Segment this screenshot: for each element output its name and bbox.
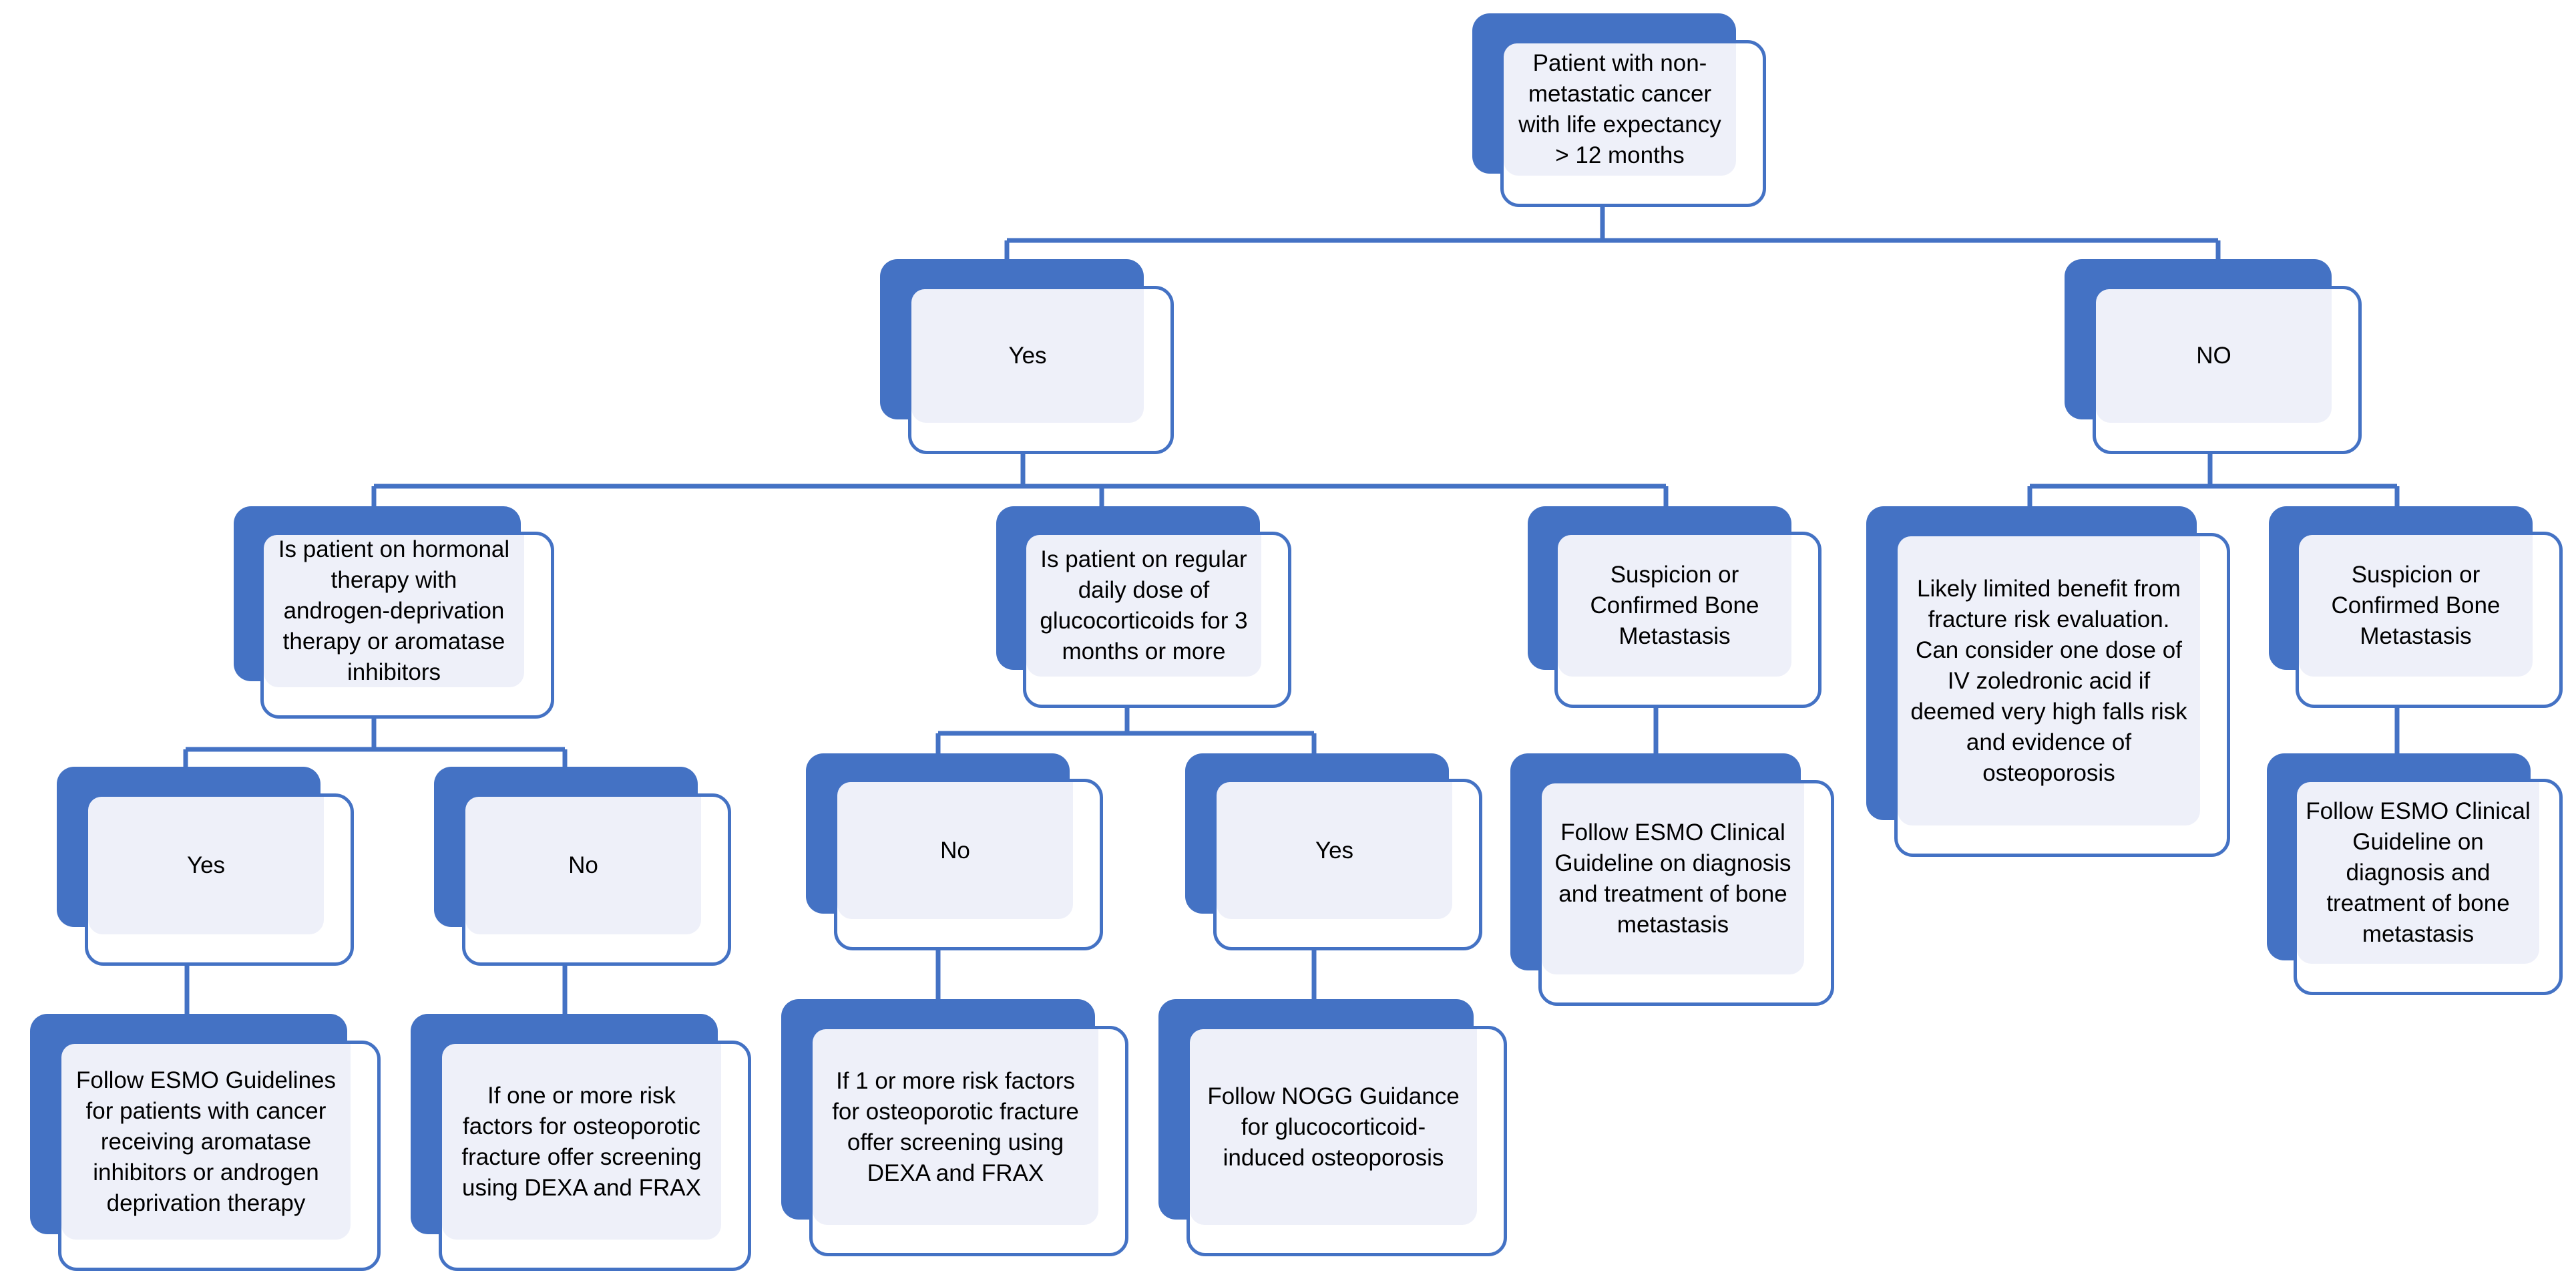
- node-nogg-guidance: Follow NOGG Guidance for glucocorticoid-…: [1158, 999, 1507, 1256]
- node-glucocorticoids-question-label: Is patient on regular daily dose of gluc…: [1040, 546, 1248, 665]
- node-gluco-no: No: [806, 753, 1103, 950]
- node-card: No: [462, 793, 731, 966]
- node-card: Yes: [1213, 779, 1482, 950]
- node-yes: Yes: [880, 259, 1174, 454]
- node-card: Follow ESMO Guidelines for patients with…: [58, 1041, 381, 1271]
- node-fill: Follow ESMO Clinical Guideline on diagno…: [2297, 782, 2539, 964]
- node-limited-benefit-label: Likely limited benefit from fracture ris…: [1910, 575, 2187, 786]
- node-hormonal-no: No: [434, 767, 731, 966]
- node-fill: Follow ESMO Guidelines for patients with…: [61, 1044, 351, 1240]
- node-hormonal-question-label: Is patient on hormonal therapy with andr…: [278, 536, 510, 685]
- connector-hormonal-to-answers: [183, 716, 568, 769]
- connector-gluco-to-answers: [935, 705, 1317, 755]
- node-card: If one or more risk factors for osteopor…: [439, 1041, 751, 1271]
- node-nogg-guidance-label: Follow NOGG Guidance for glucocorticoid-…: [1207, 1083, 1460, 1171]
- node-fill: Likely limited benefit from fracture ris…: [1898, 536, 2200, 825]
- node-fill: No: [465, 797, 701, 934]
- node-yes-label: Yes: [1008, 343, 1047, 369]
- node-fill: If 1 or more risk factors for osteoporot…: [813, 1029, 1098, 1225]
- node-card: NO: [2093, 286, 2362, 454]
- node-card: Follow ESMO Clinical Guideline on diagno…: [2294, 779, 2563, 995]
- node-card: Patient with non- metastatic cancer with…: [1500, 40, 1766, 207]
- node-esmo-aromatase-label: Follow ESMO Guidelines for patients with…: [75, 1067, 337, 1216]
- node-fill: Is patient on hormonal therapy with andr…: [264, 535, 524, 687]
- node-fill: Follow ESMO Clinical Guideline on diagno…: [1542, 783, 1804, 974]
- node-dexa-frax-hormonal-label: If one or more risk factors for osteopor…: [461, 1082, 702, 1201]
- connector-yes-to-children: [371, 451, 1669, 508]
- node-hormonal-yes-label: Yes: [186, 852, 226, 878]
- node-esmo-bone-yes: Follow ESMO Clinical Guideline on diagno…: [1510, 753, 1834, 1006]
- node-limited-benefit: Likely limited benefit from fracture ris…: [1866, 506, 2230, 857]
- node-fill: Yes: [911, 289, 1144, 423]
- node-esmo-bone-no: Follow ESMO Clinical Guideline on diagno…: [2267, 753, 2563, 995]
- node-dexa-frax-hormonal: If one or more risk factors for osteopor…: [411, 1014, 751, 1271]
- node-esmo-bone-yes-label: Follow ESMO Clinical Guideline on diagno…: [1554, 819, 1791, 938]
- node-root: Patient with non- metastatic cancer with…: [1472, 13, 1766, 207]
- node-no: NO: [2065, 259, 2362, 454]
- node-glucocorticoids-question: Is patient on regular daily dose of gluc…: [996, 506, 1291, 708]
- node-card: Suspicion or Confirmed Bone Metastasis: [1554, 532, 1821, 708]
- node-card: Suspicion or Confirmed Bone Metastasis: [2296, 532, 2563, 708]
- node-gluco-no-label: No: [940, 837, 970, 864]
- node-bone-metastasis-no-label: Suspicion or Confirmed Bone Metastasis: [2331, 562, 2501, 649]
- connector-no-to-children: [2027, 451, 2400, 508]
- node-gluco-yes: Yes: [1185, 753, 1482, 950]
- node-card: Likely limited benefit from fracture ris…: [1894, 533, 2230, 857]
- node-fill: Is patient on regular daily dose of gluc…: [1026, 535, 1261, 677]
- node-card: Yes: [908, 286, 1174, 454]
- node-fill: Patient with non- metastatic cancer with…: [1504, 43, 1736, 176]
- node-fill: Suspicion or Confirmed Bone Metastasis: [1558, 535, 1791, 677]
- node-no-label: NO: [2196, 343, 2231, 369]
- node-root-label: Patient with non- metastatic cancer with…: [1518, 50, 1721, 168]
- node-esmo-aromatase: Follow ESMO Guidelines for patients with…: [30, 1014, 381, 1271]
- node-fill: No: [837, 782, 1073, 919]
- node-card: Yes: [85, 793, 354, 966]
- node-fill: If one or more risk factors for osteopor…: [442, 1044, 721, 1240]
- connector-root-to-answers: [1004, 207, 2221, 262]
- node-bone-metastasis-no: Suspicion or Confirmed Bone Metastasis: [2269, 506, 2563, 708]
- node-fill: NO: [2096, 289, 2332, 423]
- node-card: If 1 or more risk factors for osteoporot…: [809, 1026, 1128, 1256]
- node-esmo-bone-no-label: Follow ESMO Clinical Guideline on diagno…: [2306, 798, 2531, 947]
- node-card: Follow ESMO Clinical Guideline on diagno…: [1538, 780, 1834, 1006]
- node-fill: Follow NOGG Guidance for glucocorticoid-…: [1190, 1029, 1477, 1225]
- node-fill: Yes: [1217, 782, 1452, 919]
- node-dexa-frax-gluco-label: If 1 or more risk factors for osteoporot…: [832, 1067, 1079, 1186]
- node-bone-metastasis-yes: Suspicion or Confirmed Bone Metastasis: [1528, 506, 1821, 708]
- node-hormonal-no-label: No: [568, 852, 598, 878]
- node-bone-metastasis-yes-label: Suspicion or Confirmed Bone Metastasis: [1590, 562, 1759, 649]
- node-card: Is patient on regular daily dose of gluc…: [1023, 532, 1291, 708]
- node-fill: Suspicion or Confirmed Bone Metastasis: [2299, 535, 2533, 677]
- node-card: Is patient on hormonal therapy with andr…: [260, 532, 554, 719]
- node-fill: Yes: [88, 797, 324, 934]
- node-gluco-yes-label: Yes: [1315, 837, 1354, 864]
- node-dexa-frax-gluco: If 1 or more risk factors for osteoporot…: [781, 999, 1128, 1256]
- node-card: Follow NOGG Guidance for glucocorticoid-…: [1187, 1026, 1507, 1256]
- node-card: No: [834, 779, 1103, 950]
- node-hormonal-question: Is patient on hormonal therapy with andr…: [234, 506, 554, 719]
- node-hormonal-yes: Yes: [57, 767, 354, 966]
